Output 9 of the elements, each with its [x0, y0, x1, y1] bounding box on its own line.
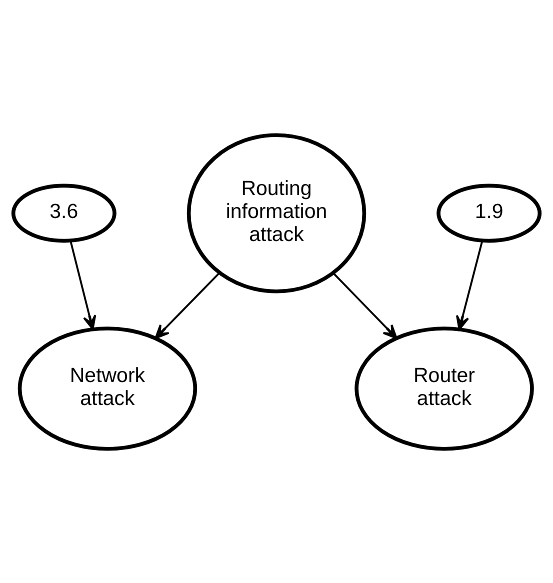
node-ellipse: Routing information attack — [186, 132, 366, 293]
arrow — [154, 272, 220, 339]
node-ellipse: Router attack — [354, 326, 534, 450]
arrow — [456, 240, 484, 330]
node-ellipse: Network attack — [18, 326, 198, 450]
arrow — [332, 272, 398, 339]
node-ellipse: 1.9 — [436, 183, 542, 242]
arrow — [70, 240, 96, 330]
node-ellipse: 3.6 — [11, 183, 116, 242]
